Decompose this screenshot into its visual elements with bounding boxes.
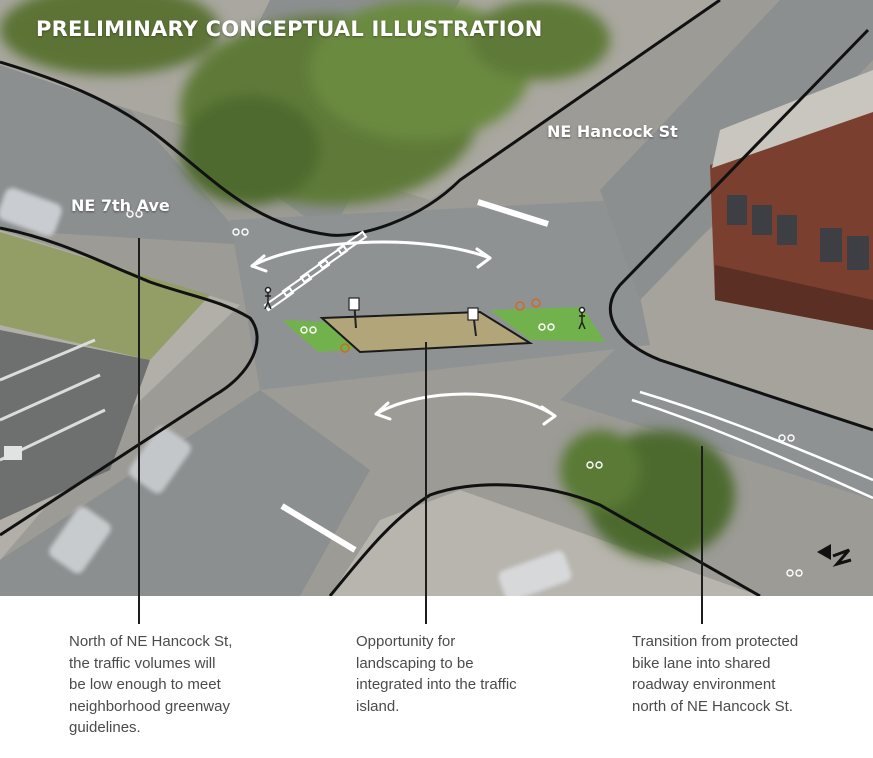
parking-lot	[0, 330, 150, 520]
caption-line: Opportunity for	[356, 633, 456, 650]
tree-canopy	[0, 0, 735, 560]
caption-line: roadway environment	[632, 676, 776, 693]
road-markings	[280, 199, 873, 553]
turn-arrows	[250, 240, 557, 426]
caption-greenway: North of NE Hancock St, the traffic volu…	[69, 631, 232, 739]
grass-patch	[0, 232, 210, 360]
leader-line-center	[425, 342, 427, 624]
leader-line-right	[701, 446, 703, 624]
caption-line: neighborhood greenway	[69, 697, 230, 715]
caption-line: North of NE Hancock St,	[69, 633, 233, 650]
street-label-ne-7th-ave: NE 7th Ave	[71, 196, 170, 215]
curb-lines	[0, 0, 873, 596]
green-bike-lane-east	[490, 307, 605, 342]
caption-line: integrated into the traffic	[356, 676, 517, 693]
caption-line: north of NE Hancock St.	[632, 697, 793, 715]
building	[710, 70, 873, 330]
leader-line-left	[138, 238, 140, 624]
sign-icon	[348, 297, 479, 337]
caption-line: be low enough to meet	[69, 676, 221, 693]
cyclist-icons	[340, 298, 541, 353]
aerial-illustration	[0, 0, 873, 596]
bike-symbol-icon	[126, 210, 803, 577]
caption-line: landscaping to be	[356, 654, 474, 672]
caption-line: bike lane into shared	[632, 654, 771, 672]
traffic-island	[319, 310, 534, 354]
caption-line: island.	[356, 697, 400, 715]
street-label-ne-hancock-st: NE Hancock St	[547, 122, 678, 141]
pedestrian-icon	[264, 286, 586, 330]
caption-line: guidelines.	[69, 719, 141, 736]
caption-line: the traffic volumes will	[69, 654, 216, 672]
caption-bike-lane-transition: Transition from protected bike lane into…	[632, 631, 798, 717]
page-title: PRELIMINARY CONCEPTUAL ILLUSTRATION	[36, 17, 543, 41]
crosswalk	[263, 230, 368, 312]
caption-line: Transition from protected	[632, 633, 799, 650]
parked-cars	[0, 188, 572, 596]
north-arrow-icon	[817, 544, 852, 567]
block-south	[330, 490, 760, 596]
turn-arrow-south	[374, 392, 557, 418]
turn-arrow-north	[250, 240, 492, 268]
caption-landscaping: Opportunity for landscaping to be integr…	[356, 631, 517, 717]
